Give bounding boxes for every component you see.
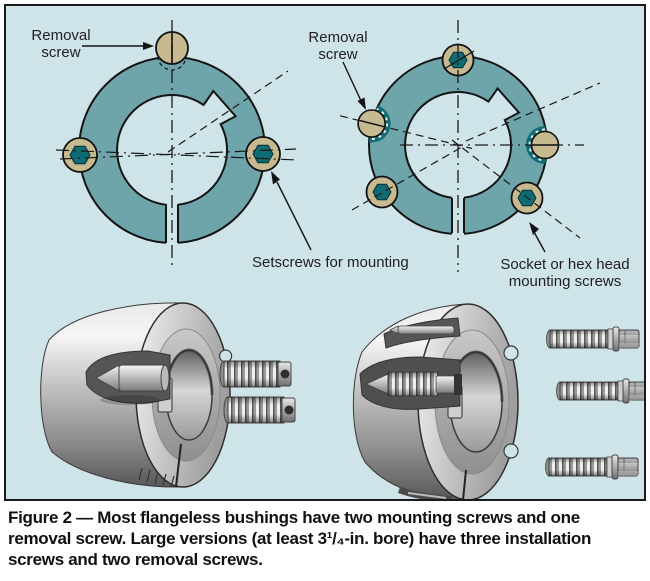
bottom-slot — [398, 487, 452, 499]
label-socket-or-hex-head: Socket or hex head mounting screws — [500, 256, 630, 290]
illustration-panel: Removal screw Removal screw Setscrews fo… — [4, 4, 646, 501]
small-bushing-illustration — [40, 302, 233, 488]
label-removal-screw-left: Removal screw — [31, 27, 91, 61]
edge-notch — [219, 349, 233, 363]
mounting-screw-lower-left — [365, 175, 399, 209]
split-threads — [138, 467, 175, 488]
setscrew-illustration — [219, 360, 292, 388]
edge-notch — [503, 345, 519, 361]
top-cutaway-stud — [383, 317, 461, 349]
split-line — [462, 469, 467, 499]
setscrew-illustration-2 — [223, 396, 296, 424]
hex-screw-illustration — [546, 326, 640, 352]
setscrew-right — [245, 136, 281, 172]
centerlines-left — [55, 20, 299, 268]
top-screw-slash — [443, 50, 475, 70]
callout-arrows — [82, 42, 546, 253]
label-removal-screw-right: Removal screw — [308, 29, 368, 63]
split-line — [175, 443, 182, 488]
middle-cutaway-stud — [359, 356, 462, 410]
hex-screw-illustration-3 — [545, 454, 639, 480]
right-bushing-front-view — [339, 20, 601, 272]
setscrew-left — [62, 137, 98, 173]
edge-notch — [503, 443, 519, 459]
label-setscrews-for-mounting: Setscrews for mounting — [252, 254, 409, 271]
figure-caption: Figure 2 — Most flangeless bushings have… — [8, 508, 592, 569]
hex-screw-illustration-2 — [556, 378, 644, 404]
left-bushing-front-view — [55, 20, 299, 268]
bushing-diagram-svg — [40, 20, 644, 499]
large-bushing-illustration — [352, 303, 519, 499]
centerlines-right — [339, 20, 601, 272]
internal-setscrew-pin — [94, 364, 170, 392]
